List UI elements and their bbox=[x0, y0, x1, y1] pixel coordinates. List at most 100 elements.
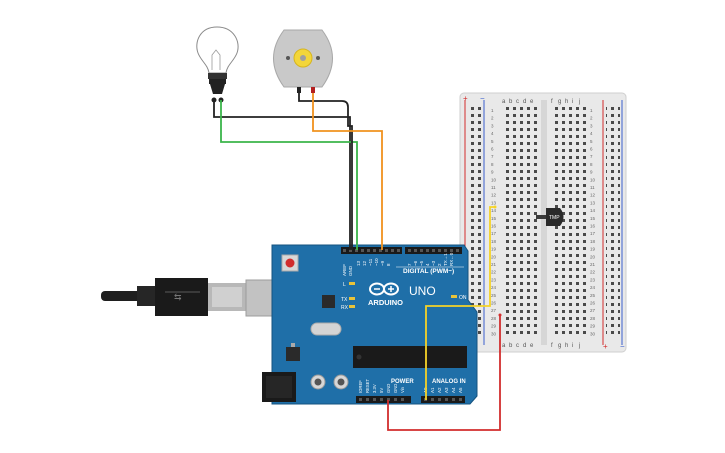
analog-label: ANALOG IN bbox=[432, 379, 466, 385]
breadboard-row-number: 16 bbox=[491, 224, 497, 229]
light-bulb[interactable] bbox=[196, 26, 239, 103]
wire-motor-to-gnd[interactable] bbox=[298, 93, 353, 250]
temperature-sensor[interactable]: TMP bbox=[536, 208, 564, 226]
breadboard-row-number: 30 bbox=[590, 331, 596, 336]
breadboard-row-number: 28 bbox=[590, 316, 596, 321]
breadboard-row-number: 27 bbox=[590, 308, 596, 313]
power-pin-label: IOREF bbox=[358, 380, 363, 393]
breadboard-row-number: 13 bbox=[491, 200, 497, 205]
breadboard-row-number: 18 bbox=[590, 239, 596, 244]
breadboard-row-number: 8 bbox=[491, 162, 494, 167]
breadboard-row-number: 10 bbox=[590, 177, 596, 182]
breadboard-row-number: 7 bbox=[590, 154, 593, 159]
breadboard-column-label: c bbox=[516, 343, 519, 349]
digital-pin-label: ~3 bbox=[431, 260, 436, 266]
breadboard-row-number: 15 bbox=[491, 216, 497, 221]
digital-label: DIGITAL (PWM~) bbox=[403, 268, 454, 275]
power-pin-label: 5V bbox=[379, 388, 384, 393]
breadboard-row-number: 11 bbox=[491, 185, 496, 190]
breadboard-column-label: a bbox=[502, 99, 506, 105]
breadboard-row-number: 23 bbox=[491, 277, 497, 282]
wire-sensor-to-a0[interactable] bbox=[425, 206, 495, 400]
sensor-label: TMP bbox=[549, 215, 560, 221]
breadboard-row-number: 11 bbox=[590, 185, 595, 190]
wire-motor-to-pin10[interactable] bbox=[312, 93, 383, 250]
breadboard-column-label: c bbox=[516, 99, 519, 105]
svg-text:⇆: ⇆ bbox=[174, 292, 182, 302]
analog-pin-label: A3 bbox=[444, 387, 449, 393]
breadboard-row-number: 25 bbox=[491, 293, 497, 298]
breadboard-row-number: 3 bbox=[590, 123, 593, 128]
breadboard-row-number: 2 bbox=[590, 116, 593, 121]
breadboard-row-number: 22 bbox=[590, 270, 596, 275]
analog-pin-label: A2 bbox=[437, 387, 442, 393]
power-pin-label: RESET bbox=[365, 379, 370, 393]
rail-plus-label: + bbox=[463, 94, 468, 103]
analog-pin-label: A4 bbox=[451, 387, 456, 393]
wire-bulb-to-gnd[interactable] bbox=[213, 100, 351, 250]
power-pin-label: 3.3V bbox=[372, 384, 377, 393]
digital-pin-label: ~9 bbox=[380, 260, 385, 266]
digital-pin-label: ~5 bbox=[419, 260, 424, 266]
breadboard-column-label: e bbox=[530, 343, 534, 349]
tx-label: TX bbox=[341, 297, 348, 303]
digital-pin-label: 8 bbox=[386, 263, 391, 266]
breadboard-column-label: a bbox=[502, 343, 506, 349]
breadboard-column-label: d bbox=[523, 343, 526, 349]
breadboard-row-number: 28 bbox=[491, 316, 497, 321]
breadboard-row-number: 16 bbox=[590, 224, 596, 229]
breadboard-row-number: 26 bbox=[590, 301, 596, 306]
breadboard-row-number: 3 bbox=[491, 123, 494, 128]
breadboard-row-number: 7 bbox=[491, 154, 494, 159]
breadboard-column-label: b bbox=[509, 343, 513, 349]
breadboard-row-number: 12 bbox=[491, 193, 497, 198]
breadboard-column-label: g bbox=[558, 99, 561, 105]
breadboard-row-number: 17 bbox=[491, 231, 497, 236]
breadboard-column-label: h bbox=[565, 99, 568, 105]
breadboard-row-number: 12 bbox=[590, 193, 596, 198]
digital-header-left bbox=[341, 247, 402, 254]
power-pin-label: GND bbox=[393, 384, 398, 393]
breadboard-row-number: 21 bbox=[491, 262, 497, 267]
breadboard-row-number: 19 bbox=[491, 247, 497, 252]
breadboard-row-number: 5 bbox=[491, 139, 494, 144]
breadboard-row-number: 14 bbox=[491, 208, 497, 213]
power-header bbox=[356, 396, 411, 403]
digital-pin-label: 7 bbox=[407, 263, 412, 266]
breadboard-row-number: 20 bbox=[590, 254, 596, 259]
digital-pin-label: 13 bbox=[356, 260, 361, 266]
breadboard-row-number: 4 bbox=[491, 131, 494, 136]
rx-label: RX bbox=[341, 305, 349, 311]
breadboard-row-number: 24 bbox=[491, 285, 497, 290]
breadboard-row-number: 9 bbox=[491, 170, 494, 175]
breadboard-row-number: 22 bbox=[491, 270, 497, 275]
wire-bulb-to-pin13[interactable] bbox=[220, 100, 358, 250]
breadboard-row-number: 2 bbox=[491, 116, 494, 121]
dc-motor[interactable] bbox=[273, 29, 333, 93]
breadboard-row-number: 27 bbox=[491, 308, 497, 313]
breadboard-row-number: 15 bbox=[590, 216, 596, 221]
wire-5v-to-breadboard[interactable] bbox=[387, 315, 501, 431]
breadboard-row-number: 18 bbox=[491, 239, 497, 244]
digital-pin-label: 4 bbox=[425, 263, 430, 266]
analog-pin-label: A1 bbox=[430, 387, 435, 393]
brand-label: ARDUINO bbox=[368, 298, 403, 307]
breadboard-row-number: 1 bbox=[590, 108, 593, 113]
breadboard-row-number: 21 bbox=[590, 262, 596, 267]
breadboard-row-number: 5 bbox=[590, 139, 593, 144]
model-label: UNO bbox=[409, 284, 436, 298]
digital-pin-label: ~10 bbox=[374, 258, 379, 266]
breadboard-row-number: 9 bbox=[590, 170, 593, 175]
breadboard-row-number: 1 bbox=[491, 108, 494, 113]
breadboard-row-number: 25 bbox=[590, 293, 596, 298]
analog-pin-label: A5 bbox=[458, 387, 463, 393]
rail-plus-label-right: + bbox=[603, 342, 608, 351]
breadboard-row-number: 17 bbox=[590, 231, 596, 236]
l-label: L bbox=[343, 282, 346, 288]
power-pin-label: GND bbox=[386, 384, 391, 393]
